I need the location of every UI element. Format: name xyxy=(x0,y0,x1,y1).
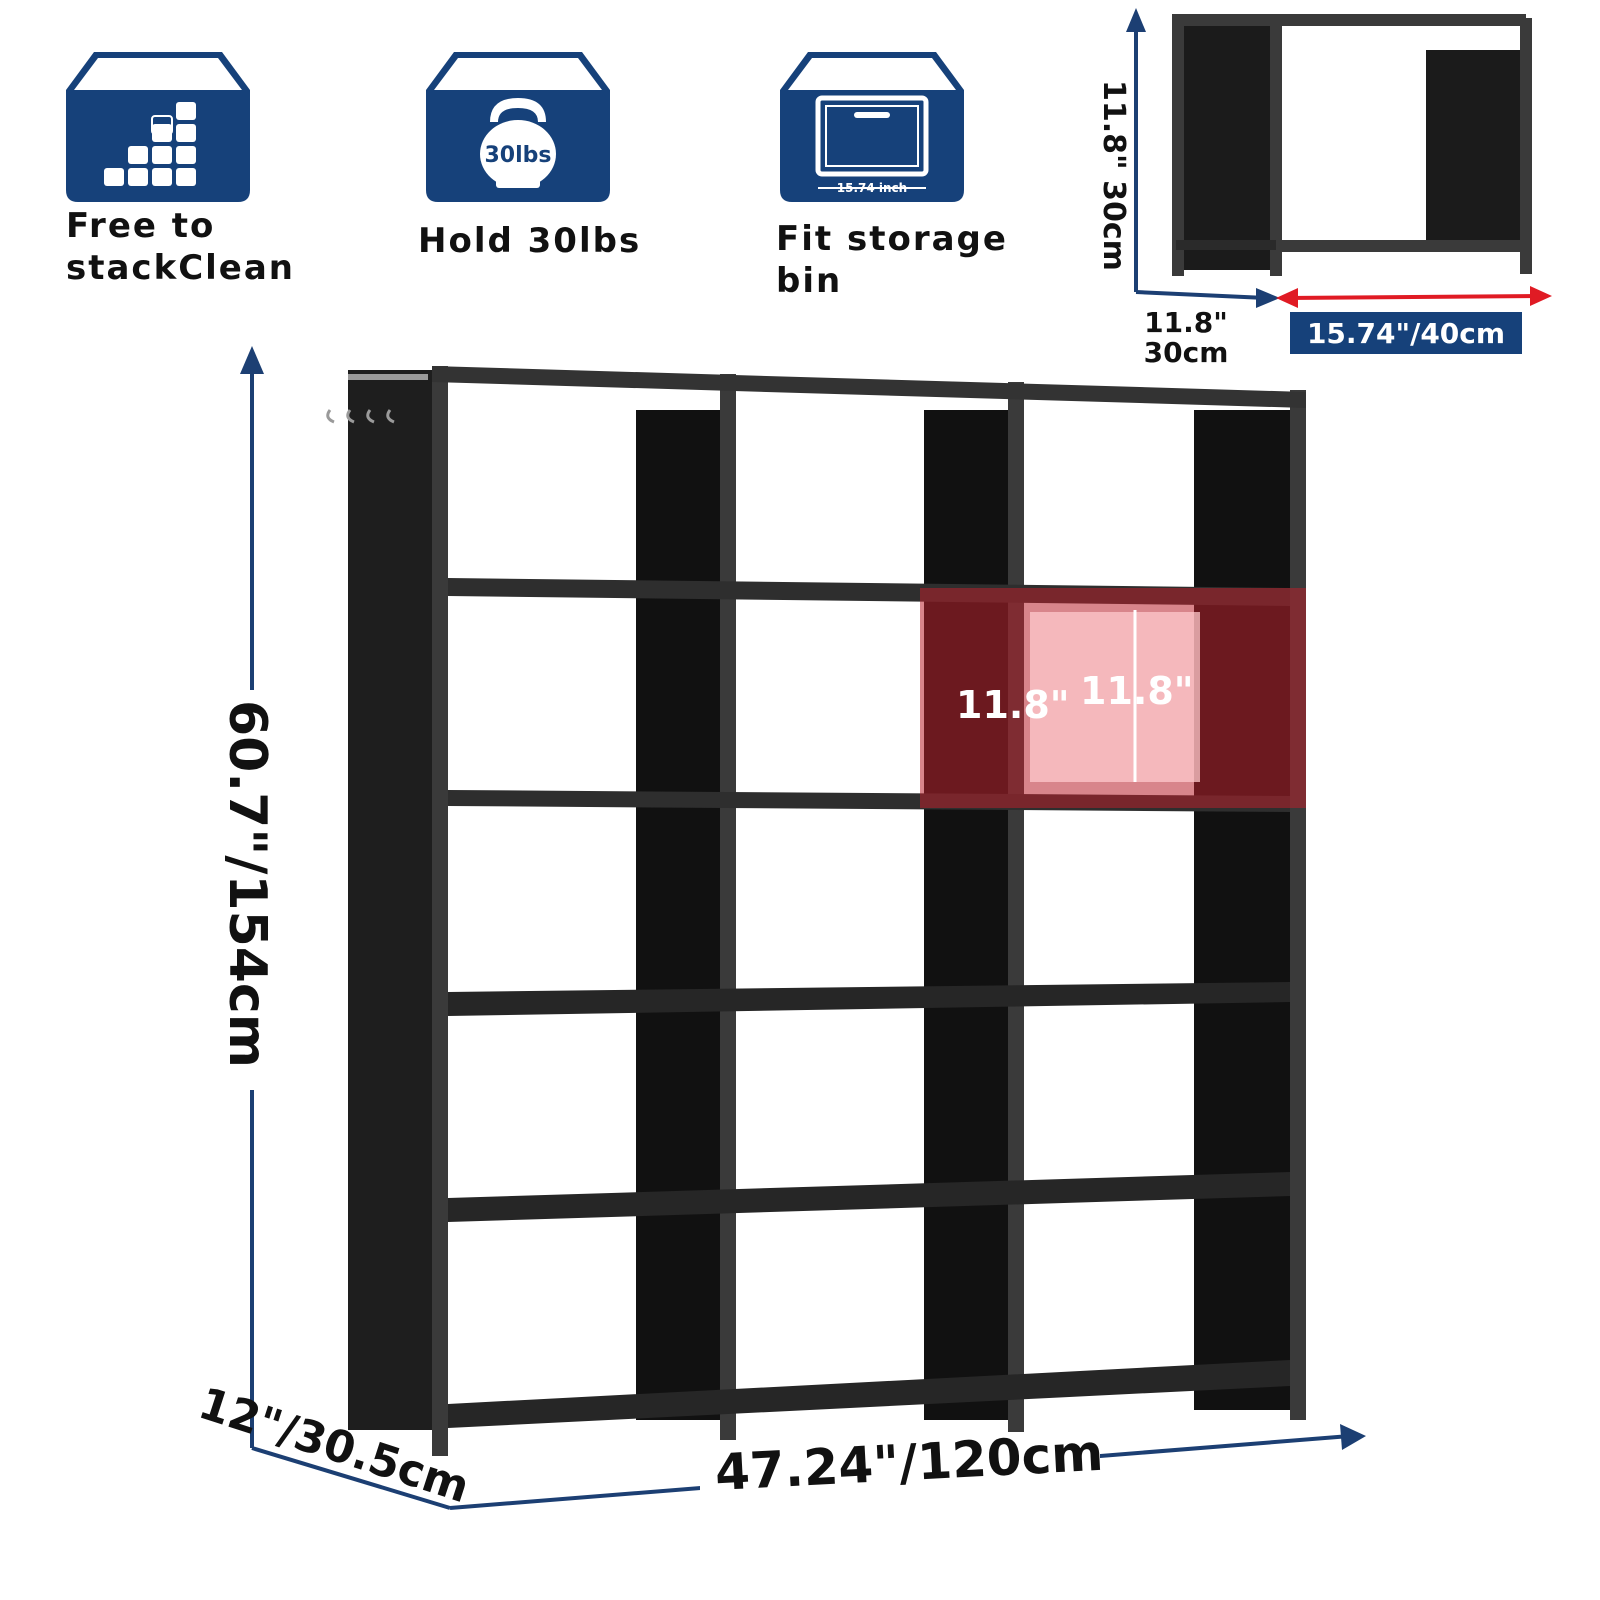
cell-height-text: 11.8" xyxy=(1080,669,1194,713)
cube-height-text: 11.8" 30cm xyxy=(1096,80,1131,271)
cube-depth-text-2: 30cm xyxy=(1144,336,1229,369)
shelf-frame xyxy=(326,366,1306,1456)
bin-width-text: 15.74 inch xyxy=(837,181,907,195)
stack-blocks-icon xyxy=(66,52,250,202)
feature-bin: 15.74 inch xyxy=(780,50,964,202)
kettlebell-weight-text: 30lbs xyxy=(485,143,552,168)
cube-width-arrow xyxy=(1285,294,1541,300)
feature-stack xyxy=(66,50,250,202)
shelf-illustration: 60.7"/154cm 12"/30.5cm 47.24"/120cm 1 xyxy=(193,346,1366,1513)
storage-bin-icon: 15.74 inch xyxy=(780,52,964,202)
highlighted-cube: 11.8" 11.8" xyxy=(920,588,1306,808)
cube-depth-text-1: 11.8" xyxy=(1144,306,1228,339)
cell-width-text: 11.8" xyxy=(956,683,1070,727)
feature-label-bin: Fit storage bin xyxy=(776,219,1008,301)
height-text: 60.7"/154cm xyxy=(217,700,277,1068)
kettlebell-icon: 30lbs xyxy=(426,52,610,202)
feature-weight: 30lbs xyxy=(426,50,610,202)
feature-label-stack: Free to stackClean xyxy=(66,206,296,288)
cube-depth-arrow xyxy=(1135,290,1267,300)
depth-arrow xyxy=(251,1446,451,1510)
cube-width-text: 15.74"/40cm xyxy=(1307,317,1505,350)
cube-detail: 15.74"/40cm 11.8" 30cm 11.8" 30cm xyxy=(1096,8,1552,369)
feature-label-weight: Hold 30lbs xyxy=(418,221,642,261)
cube-frame xyxy=(1172,14,1532,276)
cube-width-badge xyxy=(1290,312,1522,354)
